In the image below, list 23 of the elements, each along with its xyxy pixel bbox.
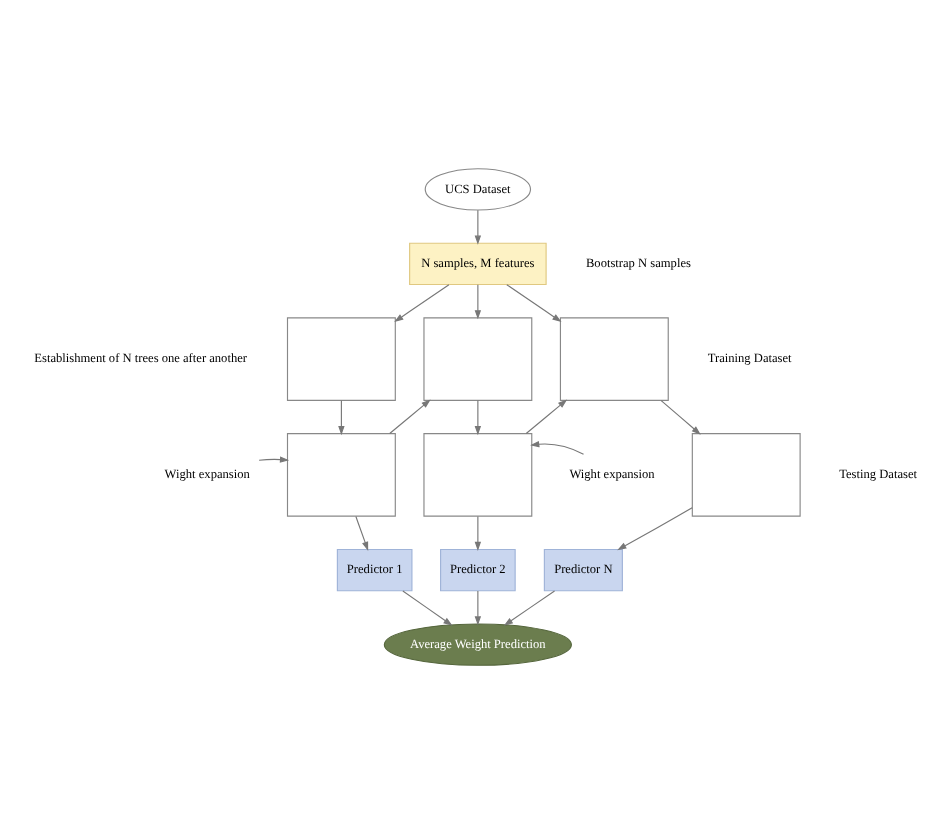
arrow bbox=[529, 440, 584, 455]
arrow bbox=[473, 209, 481, 245]
arrow bbox=[388, 399, 430, 435]
arrow bbox=[473, 284, 481, 320]
node-box bbox=[558, 317, 668, 401]
arrow bbox=[473, 515, 481, 551]
arrow bbox=[473, 590, 481, 626]
arrow bbox=[616, 507, 692, 551]
node-box bbox=[285, 317, 395, 401]
node-box bbox=[285, 433, 395, 517]
arrow bbox=[337, 400, 344, 436]
arrow bbox=[401, 590, 452, 626]
node-box bbox=[422, 433, 532, 517]
arrow bbox=[473, 400, 481, 436]
node-box bbox=[422, 317, 532, 401]
arrow bbox=[393, 284, 449, 322]
arrow bbox=[502, 590, 555, 626]
node-box bbox=[690, 433, 800, 517]
arrow bbox=[524, 399, 567, 435]
arrow bbox=[659, 400, 700, 435]
arrow bbox=[505, 284, 561, 322]
arrow bbox=[354, 515, 368, 551]
arrow bbox=[257, 456, 289, 463]
